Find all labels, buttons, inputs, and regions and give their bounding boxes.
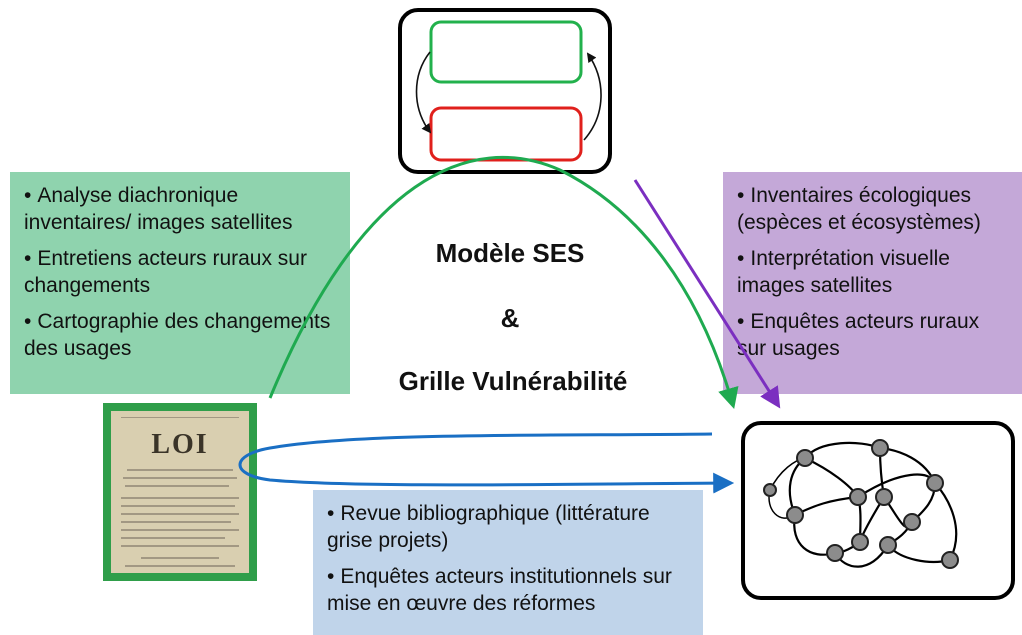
document-text-line [127,469,233,471]
law-document-image: LOI [111,411,249,573]
document-text-line [121,537,225,539]
cycle-diagram [398,8,612,174]
network-node [851,533,869,551]
cycle-bottom-box [429,106,583,162]
law-document-title: LOI [151,429,209,460]
blue-method-item: •Revue bibliographique (littérature gris… [327,502,650,552]
network-node [926,474,944,492]
network-diagram [741,421,1015,600]
network-node [871,439,889,457]
network-node [786,506,804,524]
blue-method-box: •Revue bibliographique (littérature gris… [313,490,703,635]
document-text-line [121,521,231,523]
document-text-line [121,505,235,507]
purple-method-list: •Inventaires écologiques (espèces et éco… [737,182,1009,362]
blue-method-item: •Enquêtes acteurs institutionnels sur mi… [327,565,672,615]
document-text-line [121,513,239,515]
purple-method-box: •Inventaires écologiques (espèces et éco… [723,172,1022,394]
document-text-line [121,497,239,499]
center-title-ampersand: & [500,303,520,333]
green-method-box: •Analyse diachronique inventaires/ image… [10,172,350,394]
blue-method-list: •Revue bibliographique (littérature gris… [327,500,689,617]
network-node [879,536,897,554]
green-method-list: •Analyse diachronique inventaires/ image… [24,182,336,362]
cycle-arrow-right [583,52,602,141]
network-node [941,551,959,569]
document-text-line [141,557,219,559]
network-node [763,483,777,497]
network-node [875,488,893,506]
green-method-item: •Entretiens acteurs ruraux sur changemen… [24,247,307,297]
document-text-line [123,477,237,479]
network-node [826,544,844,562]
document-text-line [121,529,239,531]
network-node [903,513,921,531]
purple-method-item: •Interprétation visuelle images satellit… [737,247,950,297]
green-method-item: •Cartographie des changements des usages [24,310,331,360]
center-title-model: Modèle SES [435,238,585,268]
cycle-arrow-left [415,51,432,134]
document-text-line [125,565,235,567]
center-title-grid: Grille Vulnérabilité [398,366,628,396]
network-node [796,449,814,467]
document-text-line [125,485,229,487]
purple-method-item: •Inventaires écologiques (espèces et éco… [737,184,981,234]
document-text-line [121,545,239,547]
network-node [849,488,867,506]
cycle-top-box [429,20,583,84]
law-document-frame: LOI [103,403,257,581]
purple-method-item: •Enquêtes acteurs ruraux sur usages [737,310,980,360]
green-method-item: •Analyse diachronique inventaires/ image… [24,184,293,234]
document-text-line [121,417,239,418]
